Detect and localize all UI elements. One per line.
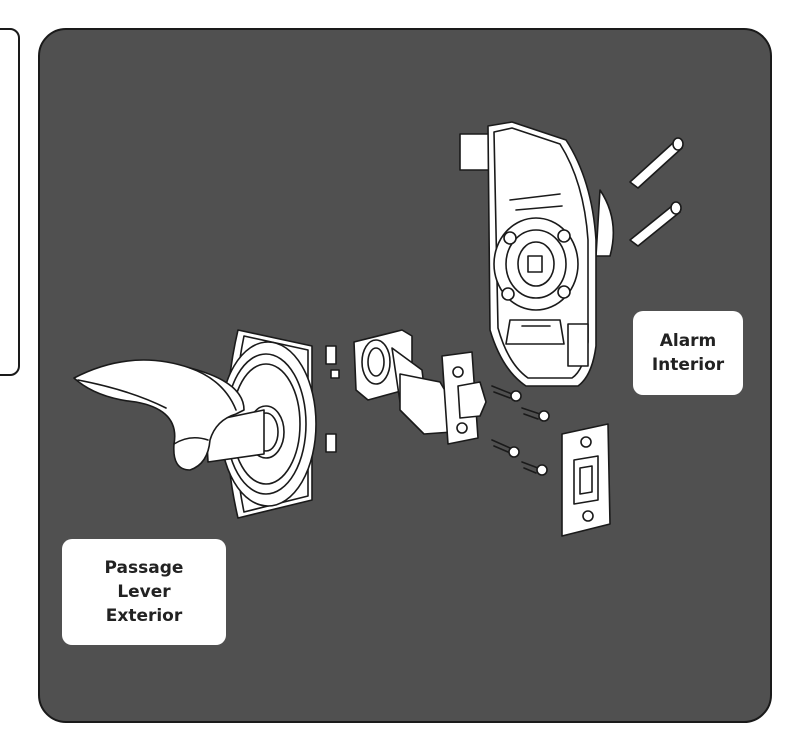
latch bbox=[353, 329, 487, 445]
alarm-label-line1: Alarm bbox=[659, 331, 717, 351]
passage-lever-exterior-label: Passage Lever Exterior bbox=[62, 539, 226, 645]
alarm-interior-label: Alarm Interior bbox=[633, 311, 743, 395]
latch-screws bbox=[491, 385, 550, 422]
diagram-panel: Alarm Interior Passage Lever Exterior bbox=[38, 28, 772, 723]
alarm-label-line2: Interior bbox=[651, 355, 725, 375]
strike-plate bbox=[561, 423, 611, 537]
adjacent-panel-frame bbox=[0, 28, 20, 376]
passage-label-line1: Passage bbox=[104, 558, 184, 578]
passage-label-line3: Exterior bbox=[105, 606, 183, 626]
strike-screws bbox=[491, 439, 548, 476]
through-bolts bbox=[629, 137, 684, 247]
alarm-interior-unit bbox=[459, 121, 615, 387]
lock-exploded-view bbox=[73, 121, 684, 537]
passage-label-line2: Lever bbox=[117, 582, 171, 602]
passage-lever-exterior bbox=[73, 329, 340, 519]
